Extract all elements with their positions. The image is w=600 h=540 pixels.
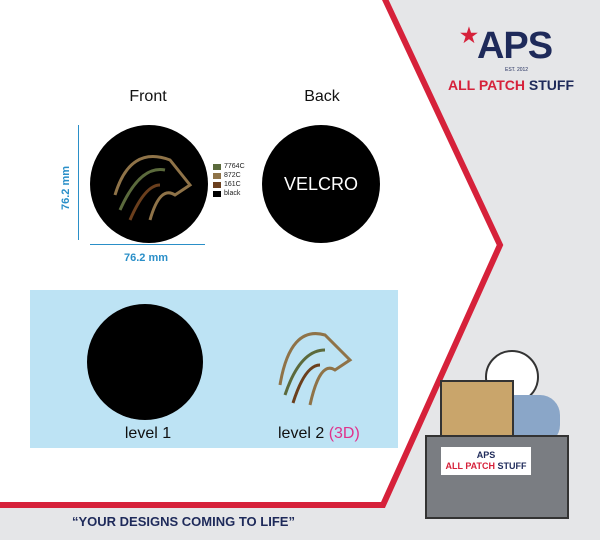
tagline: “YOUR DESIGNS COMING TO LIFE” <box>72 514 295 529</box>
back-title: Back <box>304 88 340 105</box>
velcro-label: VELCRO <box>283 173 359 194</box>
back-patch: VELCRO <box>262 125 380 243</box>
level2-label: level 2 (3D) <box>278 425 360 442</box>
logo-text: APS <box>476 25 553 67</box>
swatch <box>213 181 221 188</box>
swatch <box>213 163 221 170</box>
front-title: Front <box>129 88 167 105</box>
eagle-3d-icon <box>278 332 353 406</box>
height-dimension-line <box>78 125 79 240</box>
width-dimension-line <box>90 244 205 245</box>
height-dimension: 76.2 mm <box>60 165 72 210</box>
star-icon: ★ <box>460 25 478 47</box>
swatch <box>213 190 221 197</box>
width-dimension: 76.2 mm <box>124 252 169 264</box>
level1-patch <box>87 304 203 420</box>
swatch <box>213 172 221 179</box>
aps-logo: ★APS <box>460 25 553 67</box>
brand-name: ALL PATCH STUFF <box>448 77 574 93</box>
3d-tag: (3D) <box>328 425 360 442</box>
color-legend: 7764C 872C 161C black <box>213 162 245 198</box>
sewing-machine <box>440 380 514 439</box>
front-patch <box>90 125 208 243</box>
eagle-head-icon <box>113 155 193 221</box>
level1-label: level 1 <box>124 425 172 442</box>
logo-est: EST. 2012 <box>505 67 529 73</box>
